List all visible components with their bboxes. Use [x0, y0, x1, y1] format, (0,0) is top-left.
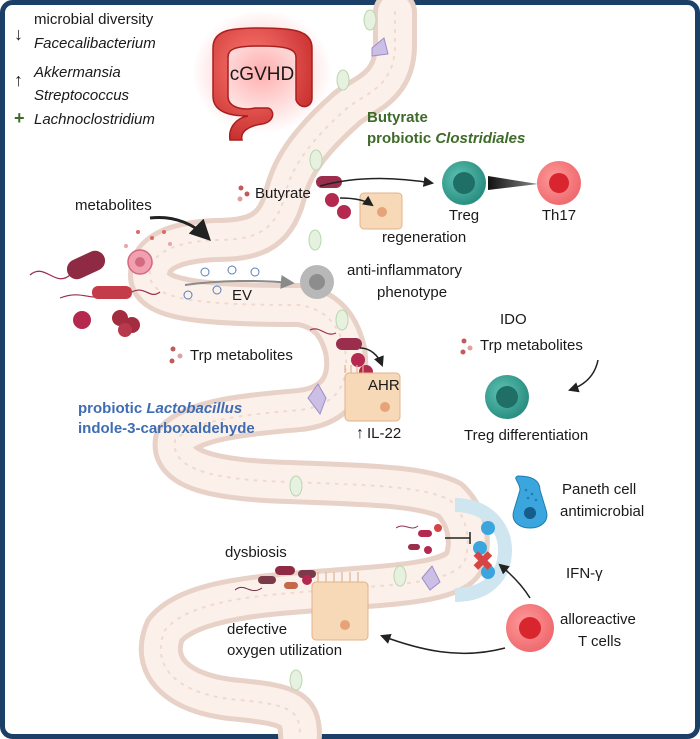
- plus-icon: +: [14, 108, 25, 128]
- legend-akkermansia: Akkermansia: [33, 64, 121, 81]
- crypt-bacteria-icon: [395, 524, 442, 554]
- arrow-to-treg: [319, 176, 435, 187]
- trp-metabolite-dots-right: [460, 338, 473, 355]
- intestinal-crypt: [454, 498, 513, 602]
- il22-arrow-icon: ↑: [356, 425, 364, 442]
- treg-differentiation-cell-icon: [485, 375, 529, 419]
- extracellular-vesicles-icon: [183, 265, 260, 300]
- legend-microbial-diversity: microbial diversity: [34, 11, 154, 28]
- microbiome-legend: ↓ ↑ + microbial diversity Facecalibacter…: [14, 11, 156, 128]
- butyrate-label: Butyrate: [255, 185, 311, 202]
- legend-lachnoclostridium: Lachnoclostridium: [34, 111, 155, 128]
- legend-facecalibacterium: Facecalibacterium: [34, 35, 156, 52]
- up-arrow-icon: ↑: [14, 70, 23, 90]
- clostridiales-heading: probiotic Clostridiales: [367, 130, 525, 147]
- arrow-to-regeneration: [339, 195, 374, 207]
- th17-cell-icon: [537, 161, 581, 205]
- tuft-cell: [421, 565, 441, 591]
- down-arrow-icon: ↓: [14, 24, 23, 44]
- il22-label: IL-22: [367, 425, 401, 442]
- metabolite-dots: [124, 230, 172, 248]
- goblet-cell: [308, 229, 322, 251]
- anti-inflammatory-label-2: phenotype: [377, 284, 447, 301]
- dysbiosis-bacteria-icon: [234, 566, 316, 592]
- butyrate-molecules-icon: [237, 185, 250, 202]
- trp-metabolite-dots-left: [169, 346, 183, 364]
- defective-label: defective: [227, 621, 287, 638]
- arrow-ev: [184, 274, 295, 289]
- arrow-to-defective-cell: [380, 633, 506, 655]
- goblet-cell: [363, 9, 377, 31]
- intestinal-villi: [128, 0, 513, 739]
- ev-label: EV: [232, 287, 252, 304]
- ahr-label: AHR: [368, 377, 400, 394]
- goblet-cell: [336, 69, 350, 91]
- th17-label: Th17: [542, 207, 576, 224]
- anti-inflammatory-label-1: anti-inflammatory: [347, 262, 463, 279]
- treg-differentiation-label: Treg differentiation: [464, 427, 588, 444]
- indole-heading: indole-3-carboxaldehyde: [78, 420, 255, 437]
- goblet-cell: [309, 149, 323, 171]
- tuft-cell: [307, 383, 327, 416]
- regeneration-label: regeneration: [382, 229, 466, 246]
- goblet-cell: [289, 475, 303, 497]
- alloreactive-t-cell-icon: [506, 604, 554, 652]
- paneth-cell-icon: [512, 475, 548, 529]
- t-cells-label: T cells: [578, 633, 621, 650]
- trp-metabolites-right-label: Trp metabolites: [480, 337, 583, 354]
- arrow-to-treg-differentiation: [568, 359, 599, 393]
- tuft-cell: [371, 37, 389, 57]
- antimicrobial-label: antimicrobial: [560, 503, 644, 520]
- goblet-cell: [289, 669, 303, 691]
- inhibition-line: [445, 532, 471, 544]
- butyrate-heading: Butyrate: [367, 109, 428, 126]
- arrow-ifn-gamma: [498, 563, 531, 599]
- macrophage-icon: [300, 265, 334, 299]
- lactobacillus-heading: probiotic Lactobacillus: [78, 400, 242, 417]
- ido-label: IDO: [500, 311, 527, 328]
- inflamed-colon-icon: [192, 10, 332, 141]
- red-x-icon: ✖: [472, 546, 494, 576]
- alloreactive-label: alloreactive: [560, 611, 636, 628]
- trp-metabolites-left-label: Trp metabolites: [190, 347, 293, 364]
- paneth-cell-label: Paneth cell: [562, 481, 636, 498]
- defective-epithelial-cell-icon: [311, 572, 369, 641]
- treg-cell-icon: [442, 161, 486, 205]
- legend-streptococcus: Streptococcus: [34, 87, 130, 104]
- arrow-to-ahr: [359, 347, 384, 367]
- epithelial-cell-icon: [359, 192, 403, 230]
- ifn-gamma-label: IFN-γ: [566, 565, 603, 582]
- inhibition-wedge: [488, 176, 538, 190]
- goblet-cell: [393, 565, 407, 587]
- dysbiosis-label: dysbiosis: [225, 544, 287, 561]
- metabolites-label: metabolites: [75, 197, 152, 214]
- oxygen-utilization-label: oxygen utilization: [227, 642, 342, 659]
- gut-bacteria-cluster-icon: [29, 249, 161, 337]
- treg-label: Treg: [449, 207, 479, 224]
- cgvhd-label: cGVHD: [230, 64, 294, 85]
- arrow-metabolites: [149, 215, 211, 241]
- goblet-cell: [335, 309, 349, 331]
- epithelial-cell-ahr-icon: [344, 365, 401, 422]
